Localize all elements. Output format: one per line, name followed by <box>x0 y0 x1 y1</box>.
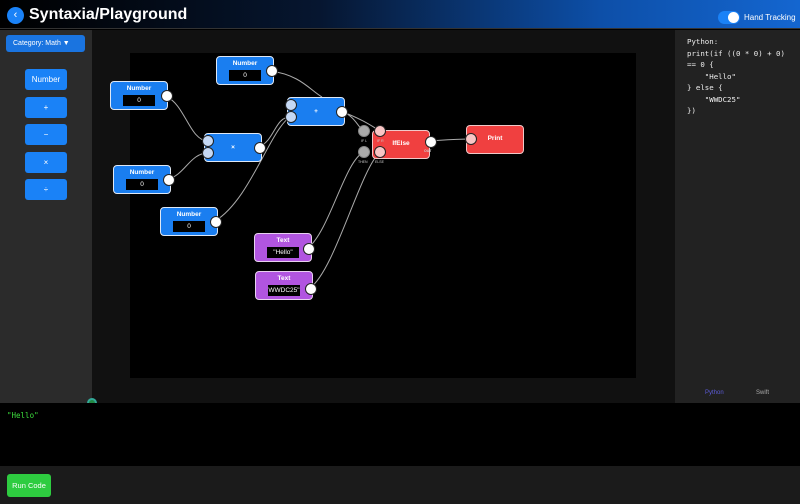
header-bar: ‹ Syntaxia/Playground Hand Tracking <box>0 0 800 29</box>
category-dropdown[interactable]: Category: Math ▼ <box>6 35 85 52</box>
wire <box>167 152 209 180</box>
chevron-left-icon: ‹ <box>13 9 18 21</box>
node-palette: Category: Math ▼ Number + − × ÷ <box>0 30 92 403</box>
port-label: OUT <box>424 149 432 153</box>
output-port[interactable] <box>254 142 266 154</box>
node-title: Print <box>487 135 503 142</box>
number-value-field[interactable]: 0 <box>229 70 261 81</box>
input-port[interactable] <box>285 99 297 111</box>
output-text: "Hello" <box>7 411 39 420</box>
text-node[interactable]: Text "Hello" <box>254 233 315 262</box>
output-port[interactable] <box>305 283 317 295</box>
port-label: THEN <box>358 160 368 164</box>
else-port[interactable] <box>374 146 386 158</box>
output-port[interactable] <box>266 65 278 77</box>
number-node[interactable]: Number 0 <box>110 81 173 110</box>
output-port[interactable] <box>163 174 175 186</box>
number-value-field[interactable]: 0 <box>123 95 155 106</box>
add-node[interactable]: + <box>285 97 348 126</box>
wire <box>309 151 381 289</box>
input-port[interactable] <box>465 133 477 145</box>
node-title: Number <box>126 85 152 92</box>
port-label: IF R <box>377 139 384 143</box>
port-label: IF L <box>361 139 368 143</box>
output-port[interactable] <box>425 136 437 148</box>
then-port[interactable] <box>358 146 370 158</box>
hand-tracking-label: Hand Tracking <box>744 13 796 22</box>
node-title: × <box>231 144 235 151</box>
output-port[interactable] <box>210 216 222 228</box>
palette-add-button[interactable]: + <box>25 97 67 118</box>
input-port[interactable] <box>202 147 214 159</box>
if-left-port[interactable] <box>358 125 370 137</box>
palette-number-button[interactable]: Number <box>25 69 67 90</box>
tab-swift[interactable]: Swift <box>756 390 770 396</box>
node-title: Number <box>176 211 202 218</box>
number-node[interactable]: Number 0 <box>160 207 222 236</box>
node-title: IfElse <box>392 140 410 147</box>
page-title: Syntaxia/Playground <box>29 6 188 23</box>
palette-subtract-button[interactable]: − <box>25 124 67 145</box>
number-node[interactable]: Number 0 <box>113 165 175 194</box>
number-value-field[interactable]: 0 <box>126 179 158 190</box>
generated-code: Python: print(if ((0 * 0) + 0) == 0 { "H… <box>687 37 785 115</box>
code-panel: Python: print(if ((0 * 0) + 0) == 0 { "H… <box>675 30 800 403</box>
multiply-node[interactable]: × <box>202 133 266 162</box>
output-console: "Hello" <box>0 403 800 466</box>
input-port[interactable] <box>202 135 214 147</box>
wire <box>214 116 291 222</box>
text-value-field[interactable]: "Hello" <box>267 247 299 258</box>
node-title: Number <box>232 60 258 67</box>
wire <box>166 96 209 142</box>
node-title: Number <box>129 169 155 176</box>
back-button[interactable]: ‹ <box>7 7 24 24</box>
palette-divide-button[interactable]: ÷ <box>25 179 67 200</box>
tab-python[interactable]: Python <box>705 390 724 396</box>
output-port[interactable] <box>161 90 173 102</box>
node-title: Text <box>276 237 290 244</box>
wire <box>270 70 323 98</box>
hand-tracking-toggle[interactable] <box>718 11 740 24</box>
port-label: ELSE <box>375 160 384 164</box>
input-port[interactable] <box>285 111 297 123</box>
print-node[interactable]: Print <box>465 125 524 154</box>
footer-bar: Run Code <box>0 466 800 504</box>
number-node[interactable]: Number 0 <box>216 56 278 85</box>
node-title: Text <box>277 275 291 282</box>
output-port[interactable] <box>303 243 315 255</box>
node-title: + <box>314 108 318 115</box>
palette-multiply-button[interactable]: × <box>25 152 67 173</box>
if-right-port[interactable] <box>374 125 386 137</box>
run-code-button[interactable]: Run Code <box>7 474 51 497</box>
text-value-field[interactable]: WWDC25" <box>268 285 300 296</box>
wire <box>307 151 365 249</box>
output-port[interactable] <box>336 106 348 118</box>
number-value-field[interactable]: 0 <box>173 221 205 232</box>
